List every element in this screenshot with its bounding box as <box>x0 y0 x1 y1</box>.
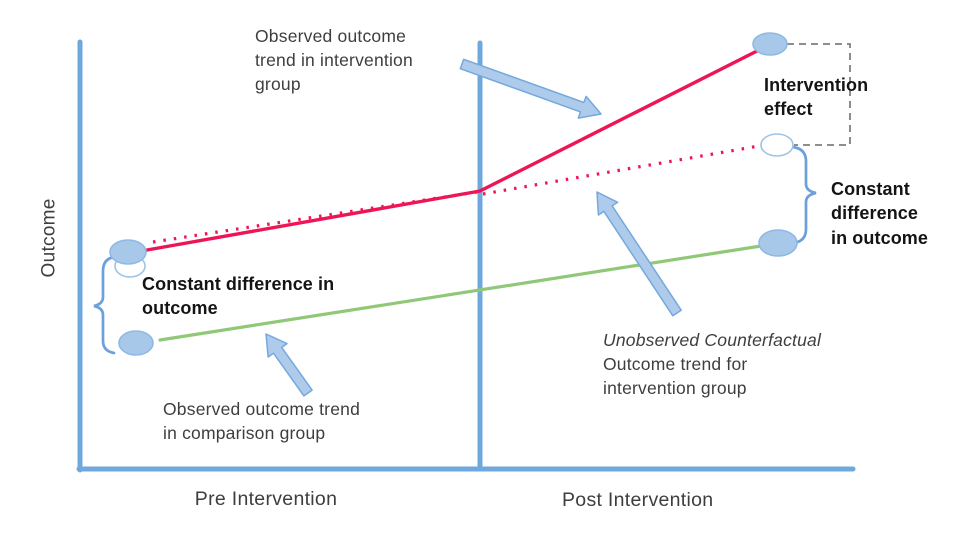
annotation-line: outcome <box>142 298 218 319</box>
y-axis-label: Outcome <box>38 198 60 278</box>
annotation-line: effect <box>764 99 813 120</box>
intervention-observed-line <box>145 49 759 252</box>
right-constant-diff-brace <box>791 145 817 245</box>
comparison-observed-line <box>158 244 763 342</box>
annotation-line: Outcome trend for <box>603 353 748 374</box>
arrow-to-intervention-line <box>459 58 602 119</box>
annotation-line: intervention group <box>603 377 747 398</box>
counterfactual-post-line <box>482 144 760 196</box>
left-constant-diff-brace <box>93 255 116 355</box>
arrow-to-counterfactual-line <box>596 191 682 317</box>
post-counterfactual-marker <box>760 133 794 157</box>
annotation-intervention-effect: Intervention effect <box>764 73 868 122</box>
annotation-line: group <box>255 73 301 94</box>
annotation-line: difference <box>831 203 919 224</box>
post-comparison-marker <box>758 229 798 257</box>
annotation-observed-comparison: Observed outcome trend in comparison gro… <box>163 398 360 446</box>
annotation-line: Observed outcome <box>255 26 407 46</box>
annotation-line: trend in intervention <box>255 49 413 70</box>
annotation-line: in comparison group <box>163 422 326 443</box>
annotation-counterfactual: Unobserved Counterfactual Outcome trend … <box>603 329 821 400</box>
annotation-constant-diff-left: Constant difference in outcome <box>142 272 334 321</box>
annotation-constant-diff-right: Constant difference in outcome <box>831 177 928 250</box>
x-axis-label-pre: Pre Intervention <box>194 488 338 510</box>
annotation-line: in outcome <box>831 227 929 248</box>
arrow-to-comparison-line <box>265 333 313 397</box>
x-axis-label-post: Post Intervention <box>562 489 714 511</box>
pre-intervention-marker <box>109 239 147 265</box>
annotation-line: Unobserved Counterfactual <box>603 330 822 350</box>
pre-comparison-marker <box>118 330 154 356</box>
annotation-line: Constant difference in <box>142 274 335 294</box>
counterfactual-pre-line <box>152 190 478 244</box>
intervention-effect-bracket <box>787 43 851 146</box>
annotation-observed-intervention: Observed outcome trend in intervention g… <box>255 25 413 96</box>
annotation-line: Intervention <box>764 75 869 95</box>
annotation-line: Constant <box>831 179 910 199</box>
annotation-line: Observed outcome trend <box>163 399 361 419</box>
post-intervention-marker <box>752 32 788 56</box>
